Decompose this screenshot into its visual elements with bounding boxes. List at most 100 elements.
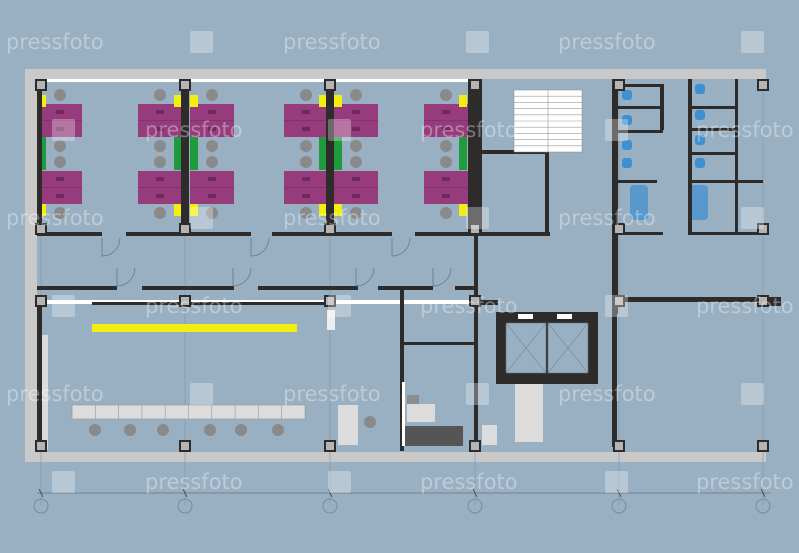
desk-drawer [156, 110, 164, 114]
toilet-fixture [622, 115, 632, 125]
watermark-logo-icon [328, 295, 351, 317]
outer-wall-left [25, 69, 37, 462]
yellow-cabinet [459, 204, 467, 216]
watermark-logo-icon [466, 383, 489, 405]
washbasin [630, 185, 648, 220]
watermark-text: pressfoto [696, 294, 794, 318]
chair [300, 156, 312, 168]
wall [688, 152, 738, 155]
table [407, 404, 435, 422]
desk-drawer [156, 194, 164, 198]
door-swing [116, 267, 136, 287]
column [35, 223, 47, 235]
chair [350, 156, 362, 168]
watermark-logo-icon [328, 119, 351, 141]
column [469, 440, 481, 452]
green-cabinet [174, 137, 182, 170]
watermark-text: pressfoto [6, 206, 104, 230]
yellow-storage-bar [92, 324, 297, 332]
door-panel [327, 310, 335, 330]
corridor-wall [455, 286, 475, 290]
watermark-logo-icon [741, 383, 764, 405]
watermark-text: pressfoto [558, 382, 656, 406]
locker-block [515, 382, 543, 442]
axis-bubble [322, 498, 338, 514]
watermark-text: pressfoto [696, 470, 794, 494]
desk-drawer [156, 177, 164, 181]
wall [400, 286, 404, 451]
wall [688, 180, 763, 183]
column [179, 295, 191, 307]
column [757, 79, 769, 91]
counter-dark [405, 426, 463, 446]
elevator-door [518, 314, 533, 319]
green-cabinet [334, 137, 342, 170]
watermark-text: pressfoto [283, 206, 381, 230]
desk-drawer [442, 110, 450, 114]
column [757, 223, 769, 235]
column [324, 295, 336, 307]
watermark-text: pressfoto [420, 118, 518, 142]
elevator-cross [505, 322, 547, 374]
chair [89, 424, 101, 436]
column [324, 440, 336, 452]
watermark-text: pressfoto [558, 206, 656, 230]
watermark-text: pressfoto [6, 30, 104, 54]
chair [300, 140, 312, 152]
column [613, 223, 625, 235]
desk-drawer [352, 110, 360, 114]
chair [350, 89, 362, 101]
structural-columns [35, 79, 769, 452]
desk-drawer [208, 127, 216, 131]
axis-tick [616, 488, 622, 498]
axis-tick [38, 488, 44, 498]
watermark-logo-icon [605, 295, 628, 317]
column [179, 440, 191, 452]
watermark-text: pressfoto [558, 30, 656, 54]
toilet-fixture [695, 110, 705, 120]
elevator-stair-core [496, 89, 598, 384]
toilet-fixture [622, 158, 632, 168]
chair [206, 207, 218, 219]
wall [415, 232, 550, 236]
watermark-text: pressfoto [283, 382, 381, 406]
column [35, 295, 47, 307]
desk-drawer [442, 177, 450, 181]
desk-drawer [302, 127, 310, 131]
column [35, 79, 47, 91]
chair [157, 424, 169, 436]
watermark-text: pressfoto [6, 382, 104, 406]
yellow-cabinet [190, 204, 198, 216]
watermarks: pressfoto pressfoto pressfoto pressfoto pres… [6, 30, 794, 494]
toilet-fixture [695, 84, 705, 94]
chair [206, 156, 218, 168]
watermark-text: pressfoto [696, 118, 794, 142]
wall [618, 84, 663, 87]
desk-drawer [352, 194, 360, 198]
toilet-fixture [695, 158, 705, 168]
column [324, 79, 336, 91]
wall [660, 84, 664, 130]
wall [92, 302, 332, 305]
watermark-logo-icon [605, 471, 628, 493]
column [179, 79, 191, 91]
axis-tick [472, 488, 478, 498]
chair [440, 156, 452, 168]
column [324, 223, 336, 235]
desk-drawer [208, 177, 216, 181]
axis-bubble [755, 498, 771, 514]
window-strip [37, 79, 477, 82]
corridor-wall [142, 286, 234, 290]
desk-drawer [56, 110, 64, 114]
green-cabinet [190, 137, 198, 170]
wall [618, 130, 663, 133]
column [469, 295, 481, 307]
chair [154, 140, 166, 152]
outer-wall [25, 69, 766, 462]
door-swing [432, 267, 452, 287]
desk-drawer [352, 127, 360, 131]
chair [124, 424, 136, 436]
window-strip [402, 382, 405, 446]
